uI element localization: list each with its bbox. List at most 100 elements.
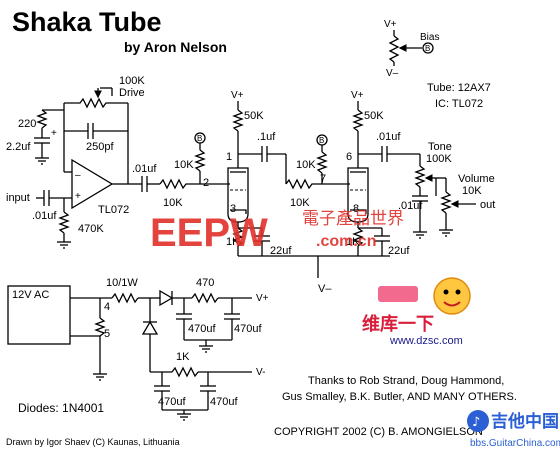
r-neg — [171, 366, 199, 378]
diode-pos — [159, 289, 174, 307]
tone-pot-value: 100K — [426, 153, 452, 165]
thanks-line-1: Thanks to Rob Strand, Doug Hammond, — [308, 375, 504, 387]
tube-vminus: V– — [318, 283, 332, 295]
pin2-label: 2 — [203, 177, 209, 189]
r-feedback-value: 220 — [18, 118, 36, 130]
supply-vplus: V+ — [256, 293, 269, 304]
tube-stage: V+ 50K 1 2 3 B 10K 1K 22uf V– — [174, 90, 420, 295]
tube1-vplus: V+ — [231, 90, 244, 101]
bias-node-label: B — [425, 44, 430, 53]
watermark-eepw-cn: 電子產品世界 — [302, 209, 404, 229]
bias-vminus: V– — [386, 68, 399, 79]
r-grid2-value: 10K — [290, 197, 310, 209]
r-cathode2-value: 1K — [346, 236, 360, 248]
c-pos1-value: 470uf — [188, 323, 216, 335]
power-supply: 12V AC 10/1W 4 5 470 V+ 470uf 470uf — [7, 277, 269, 421]
schematic-title: Shaka Tube — [12, 7, 162, 37]
r-neg-value: 1K — [176, 351, 190, 363]
c-drive-value: 250pf — [86, 141, 114, 153]
thanks-line-2: Gus Smalley, B.K. Butler, AND MANY OTHER… — [282, 391, 517, 403]
c-input-value: .01uf — [32, 210, 57, 222]
r-series — [111, 292, 139, 304]
watermark-eepw-logo: EEPW — [150, 211, 268, 255]
watermark-dzsc-url: www.dzsc.com — [389, 335, 463, 347]
watermark-guitar-url: bbs.GuitarChina.com — [470, 438, 560, 449]
pin3-label: 3 — [230, 203, 236, 215]
c-pos2-value: 470uf — [234, 323, 262, 335]
bias-symbol: V+ B Bias V– — [384, 19, 439, 79]
drive-pot-value: 100K — [119, 75, 145, 87]
c-tone-value: .01uf — [398, 200, 423, 212]
author-line: by Aron Nelson — [124, 39, 227, 55]
r-input-value: 470K — [78, 223, 104, 235]
svg-text:–: – — [75, 170, 81, 181]
tube2-vplus: V+ — [351, 90, 364, 101]
watermark-guitarchina: ♪ 吉他中国 bbs.GuitarChina.com — [467, 410, 560, 449]
tube2-node-b: B — [319, 136, 324, 145]
c-cathode1-value: 22uf — [270, 245, 292, 257]
r-out — [159, 178, 196, 190]
pin5-label: 5 — [104, 328, 110, 340]
watermark-dzsc: 维库一下 www.dzsc.com — [362, 277, 471, 347]
c-cathode2-value: 22uf — [388, 245, 410, 257]
r-series-value: 10/1W — [106, 277, 138, 289]
c-out-value: .01uf — [132, 163, 157, 175]
pin1-label: 1 — [226, 151, 232, 163]
volume-label: Volume — [458, 173, 495, 185]
out-label: out — [480, 199, 495, 211]
tone-pot — [414, 165, 426, 188]
diodes-note: Diodes: 1N4001 — [18, 401, 104, 415]
input-label: input — [6, 192, 30, 204]
drive-pot — [64, 97, 128, 109]
tone-stage: Tone 100K .01uf Volume 10K out — [398, 141, 495, 239]
pin8-label: 8 — [353, 203, 359, 215]
drawn-by: Drawn by Igor Shaev (C) Kaunas, Lithuani… — [6, 437, 180, 447]
r-plate2-value: 50K — [364, 110, 384, 122]
bias-node — [422, 42, 434, 54]
opamp-label: TL072 — [98, 204, 129, 216]
watermark-dzsc-cn: 维库一下 — [362, 313, 434, 335]
c-couple1-value: .1uf — [257, 131, 276, 143]
bias-pot — [388, 35, 400, 63]
r-grid1-value: 10K — [174, 159, 194, 171]
svg-text:+: + — [75, 191, 81, 202]
mascot-banner — [378, 286, 418, 302]
r-feedback — [36, 109, 48, 129]
watermark-eepw: EEPW 電子產品世界 .com.cn — [150, 209, 404, 255]
supply-vminus: V- — [256, 367, 265, 378]
copyright: COPYRIGHT 2002 (C) B. AMONGIELSON — [274, 426, 483, 438]
drive-pot-label: Drive — [119, 87, 145, 99]
r-pos-value: 470 — [196, 277, 214, 289]
mascot-icon — [433, 277, 471, 315]
r-grid3-value: 10K — [296, 159, 316, 171]
tube-type: Tube: 12AX7 — [427, 82, 491, 94]
watermark-guitar-cn: 吉他中国 — [491, 411, 559, 432]
tone-label: Tone — [428, 141, 452, 153]
ic-type: IC: TL072 — [435, 98, 483, 110]
supply-box — [7, 285, 71, 345]
c-neg2-value: 470uf — [210, 396, 238, 408]
svg-text:+: + — [51, 128, 57, 139]
r-input — [58, 211, 70, 234]
c-feedback-value: 2.2uf — [6, 141, 31, 153]
volume-pot — [440, 191, 452, 214]
watermark-eepw-url: .com.cn — [316, 233, 376, 250]
supply-label: 12V AC — [12, 289, 49, 301]
r-pos — [191, 292, 219, 304]
r-cathode1-value: 1K — [226, 236, 240, 248]
volume-pot-value: 10K — [462, 185, 482, 197]
pin6-label: 6 — [346, 151, 352, 163]
pin7-label: 7 — [320, 173, 326, 185]
r-out-value: 10K — [163, 197, 183, 209]
tube1-node-b: B — [197, 134, 202, 143]
bias-vplus: V+ — [384, 19, 397, 30]
opamp-symbol — [71, 158, 114, 210]
pin4-label: 4 — [104, 301, 110, 313]
r-plate1-value: 50K — [244, 110, 264, 122]
bias-label: Bias — [420, 32, 439, 43]
input-stage: 100K Drive 250pf 220 + 2.2uf – + TL072 — [6, 75, 196, 249]
diode-neg — [141, 320, 159, 335]
guitar-logo-icon — [467, 410, 489, 432]
svg-text:♪: ♪ — [472, 415, 480, 430]
